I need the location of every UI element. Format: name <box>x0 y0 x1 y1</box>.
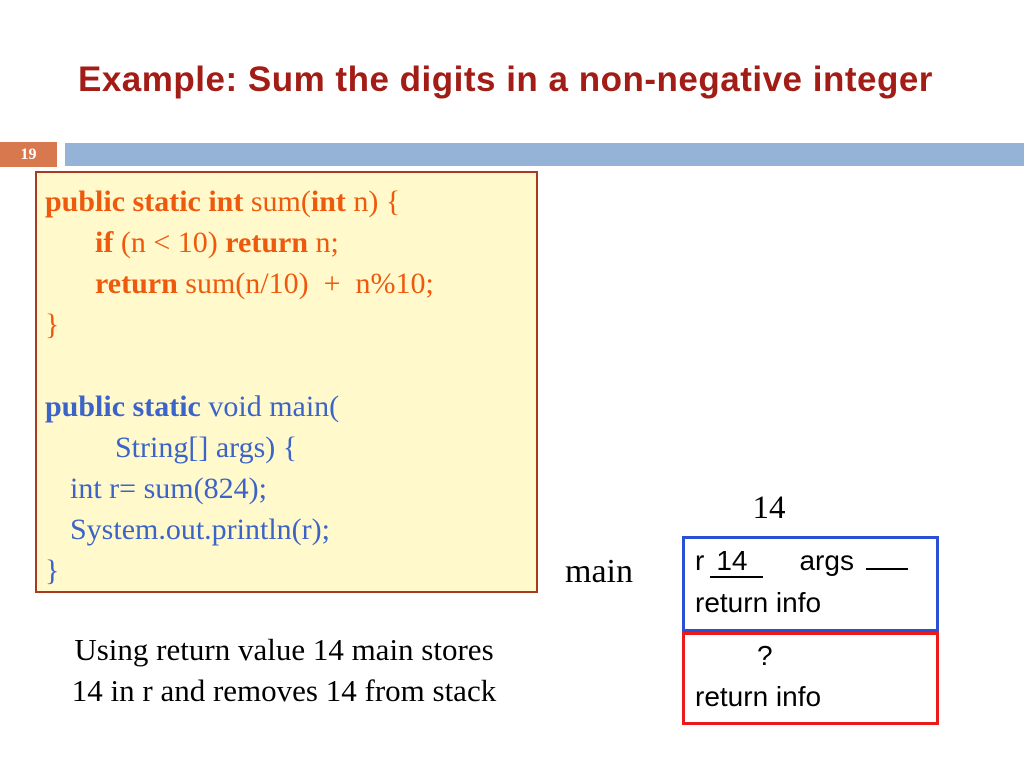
explanation-caption: Using return value 14 main stores 14 in … <box>28 629 540 711</box>
caption-line: 14 in r and removes 14 from stack <box>71 673 497 708</box>
code-line: return sum(n/10) + n%10; <box>95 267 434 300</box>
main-frame-caller-label: main <box>565 553 633 590</box>
code-panel: public static int sum(int n) { if (n < 1… <box>35 171 538 593</box>
caption-line: Using return value 14 main stores <box>74 632 494 667</box>
code-line: String[] args) { <box>115 431 298 464</box>
code-line-blank <box>45 345 536 386</box>
callee-stack-frame: ? return info <box>682 632 939 725</box>
var-args-label: args <box>799 545 854 576</box>
var-r-value: 14 <box>710 545 764 578</box>
code-line: if (n < 10) return n; <box>95 226 339 259</box>
header-divider-bar <box>65 143 1024 166</box>
var-args-value <box>865 542 908 570</box>
page-title: Example: Sum the digits in a non-negativ… <box>78 60 933 99</box>
return-info-label: return info <box>695 587 822 618</box>
return-info-label: return info <box>695 681 822 712</box>
code-line: System.out.println(r); <box>70 513 330 546</box>
unknown-value-label: ? <box>757 640 773 671</box>
code-line: public static int sum(int n) { <box>45 185 401 218</box>
var-r-label: r <box>695 545 705 576</box>
code-line: } <box>45 554 60 587</box>
slide-number-badge: 19 <box>0 142 57 167</box>
returned-value-label: 14 <box>752 490 786 526</box>
code-line: } <box>45 308 60 341</box>
code-line: public static void main( <box>45 390 340 423</box>
code-line: int r= sum(824); <box>70 472 267 505</box>
